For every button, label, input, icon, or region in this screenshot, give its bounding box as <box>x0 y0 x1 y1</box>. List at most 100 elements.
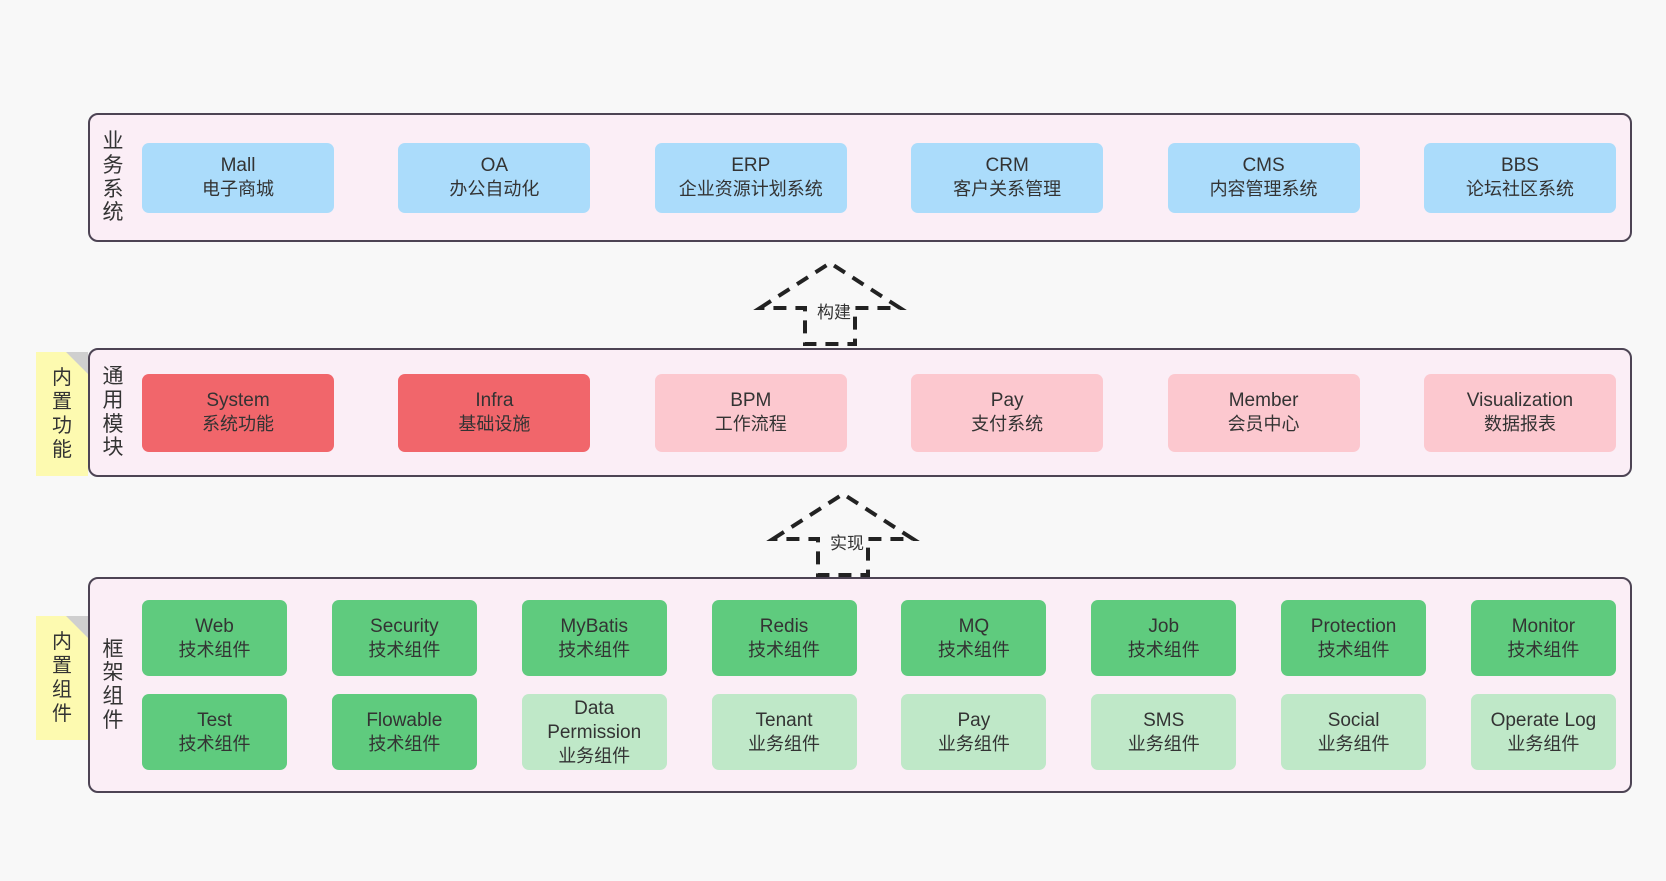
layer-title-char: 模 <box>102 412 124 436</box>
card-title: Operate Log <box>1490 709 1597 731</box>
card-monitor[interactable]: Monitor 技术组件 <box>1470 600 1616 676</box>
sticky-char: 置 <box>52 391 72 413</box>
card-title: Tenant <box>755 709 813 731</box>
layer-title-common: 通 用 模 块 <box>90 350 136 475</box>
card-pay-business[interactable]: Pay 业务组件 <box>901 694 1047 770</box>
card-title: Flowable <box>366 709 443 731</box>
card-title: Test <box>197 709 232 731</box>
framework-row-business: Test 技术组件 Flowable 技术组件 Data Permission … <box>142 694 1616 770</box>
framework-row-tech: Web 技术组件 Security 技术组件 MyBatis 技术组件 Redi… <box>142 600 1616 676</box>
card-subtitle: 技术组件 <box>558 639 631 660</box>
layer-body-business: Mall 电子商城 OA 办公自动化 ERP 企业资源计划系统 CRM 客户关系… <box>136 115 1630 240</box>
card-title: BBS <box>1500 155 1539 177</box>
card-title: MQ <box>958 615 990 637</box>
card-bbs[interactable]: BBS 论坛社区系统 <box>1423 142 1616 213</box>
card-title: SMS <box>1143 709 1185 731</box>
card-title: Job <box>1148 615 1180 637</box>
card-subtitle: 业务组件 <box>1507 733 1580 754</box>
page-fold-icon <box>66 616 88 638</box>
card-mq[interactable]: MQ 技术组件 <box>901 600 1047 676</box>
card-title: MyBatis <box>560 615 628 637</box>
layer-body-framework: Web 技术组件 Security 技术组件 MyBatis 技术组件 Redi… <box>136 579 1630 791</box>
card-title: Pay <box>957 709 991 731</box>
sticky-char: 功 <box>52 415 72 437</box>
card-title: Visualization <box>1466 390 1574 412</box>
card-tenant[interactable]: Tenant 业务组件 <box>711 694 857 770</box>
card-test[interactable]: Test 技术组件 <box>142 694 287 770</box>
layer-common-modules: 通 用 模 块 System 系统功能 Infra 基础设施 BPM 工作流程 … <box>88 348 1632 477</box>
card-security[interactable]: Security 技术组件 <box>331 600 477 676</box>
card-title: Member <box>1228 390 1299 412</box>
card-subtitle: 技术组件 <box>1507 639 1580 660</box>
sticky-note-builtin-components: 内 置 组 件 <box>36 616 88 740</box>
card-cms[interactable]: CMS 内容管理系统 <box>1167 142 1360 213</box>
card-subtitle: 技术组件 <box>1127 639 1200 660</box>
sticky-char: 件 <box>52 703 72 725</box>
card-subtitle: 工作流程 <box>714 414 787 435</box>
arrow-outline-implement <box>766 491 920 577</box>
card-subtitle: 业务组件 <box>748 733 821 754</box>
card-erp[interactable]: ERP 企业资源计划系统 <box>654 142 847 213</box>
card-redis[interactable]: Redis 技术组件 <box>711 600 857 676</box>
card-title: Mall <box>220 155 256 177</box>
card-flowable[interactable]: Flowable 技术组件 <box>331 694 477 770</box>
card-subtitle: 技术组件 <box>748 639 821 660</box>
card-protection[interactable]: Protection 技术组件 <box>1281 600 1427 676</box>
card-job[interactable]: Job 技术组件 <box>1091 600 1237 676</box>
card-operate-log[interactable]: Operate Log 业务组件 <box>1470 694 1616 770</box>
card-web[interactable]: Web 技术组件 <box>142 600 287 676</box>
sticky-char: 能 <box>52 439 72 461</box>
card-pay[interactable]: Pay 支付系统 <box>911 373 1104 452</box>
card-title: BPM <box>730 390 772 412</box>
card-title: Pay <box>990 390 1024 412</box>
card-system[interactable]: System 系统功能 <box>142 373 334 452</box>
card-infra[interactable]: Infra 基础设施 <box>398 373 591 452</box>
layer-title-framework: 框 架 组 件 <box>90 579 136 791</box>
sticky-note-builtin-features: 内 置 功 能 <box>36 352 88 476</box>
card-title: Data Permission <box>547 698 642 743</box>
layer-title-char: 统 <box>102 201 124 225</box>
card-title: Protection <box>1310 615 1397 637</box>
arrow-label-implement: 实现 <box>830 534 864 553</box>
layer-title-char: 务 <box>102 153 124 177</box>
card-oa[interactable]: OA 办公自动化 <box>398 142 591 213</box>
layer-title-char: 用 <box>102 388 124 412</box>
card-visualization[interactable]: Visualization 数据报表 <box>1423 373 1616 452</box>
card-member[interactable]: Member 会员中心 <box>1167 373 1360 452</box>
card-social[interactable]: Social 业务组件 <box>1281 694 1427 770</box>
card-title: CRM <box>985 155 1029 177</box>
card-subtitle: 技术组件 <box>178 733 251 754</box>
card-title: Security <box>370 615 439 637</box>
card-subtitle: 技术组件 <box>368 733 441 754</box>
card-mybatis[interactable]: MyBatis 技术组件 <box>521 600 667 676</box>
card-subtitle: 业务组件 <box>1317 733 1390 754</box>
card-subtitle: 基础设施 <box>458 414 531 435</box>
card-title: ERP <box>731 155 771 177</box>
arrow-outline-build <box>753 260 907 346</box>
card-title: System <box>206 390 270 412</box>
card-data-permission[interactable]: Data Permission 业务组件 <box>521 694 667 770</box>
card-subtitle: 技术组件 <box>368 639 441 660</box>
layer-title-char: 组 <box>102 685 124 708</box>
card-mall[interactable]: Mall 电子商城 <box>142 142 334 213</box>
layer-title-char: 块 <box>102 436 124 460</box>
arrow-implement: 实现 <box>766 489 920 577</box>
card-subtitle: 技术组件 <box>1317 639 1390 660</box>
card-sms[interactable]: SMS 业务组件 <box>1091 694 1237 770</box>
card-title: Web <box>195 615 234 637</box>
card-crm[interactable]: CRM 客户关系管理 <box>911 142 1104 213</box>
card-title: CMS <box>1242 155 1285 177</box>
layer-title-char: 件 <box>102 708 124 732</box>
card-subtitle: 会员中心 <box>1227 414 1300 435</box>
arrow-label-build: 构建 <box>817 303 851 322</box>
card-subtitle: 客户关系管理 <box>953 179 1062 200</box>
layer-body-common: System 系统功能 Infra 基础设施 BPM 工作流程 Pay 支付系统… <box>136 350 1630 475</box>
layer-title-char: 框 <box>102 637 124 661</box>
layer-framework-components: 框 架 组 件 Web 技术组件 Security 技术组件 MyBatis 技… <box>88 577 1632 793</box>
layer-title-char: 系 <box>102 177 124 201</box>
card-bpm[interactable]: BPM 工作流程 <box>654 373 847 452</box>
arrow-build: 构建 <box>753 258 907 346</box>
sticky-char: 组 <box>52 679 72 701</box>
card-subtitle: 数据报表 <box>1483 414 1556 435</box>
